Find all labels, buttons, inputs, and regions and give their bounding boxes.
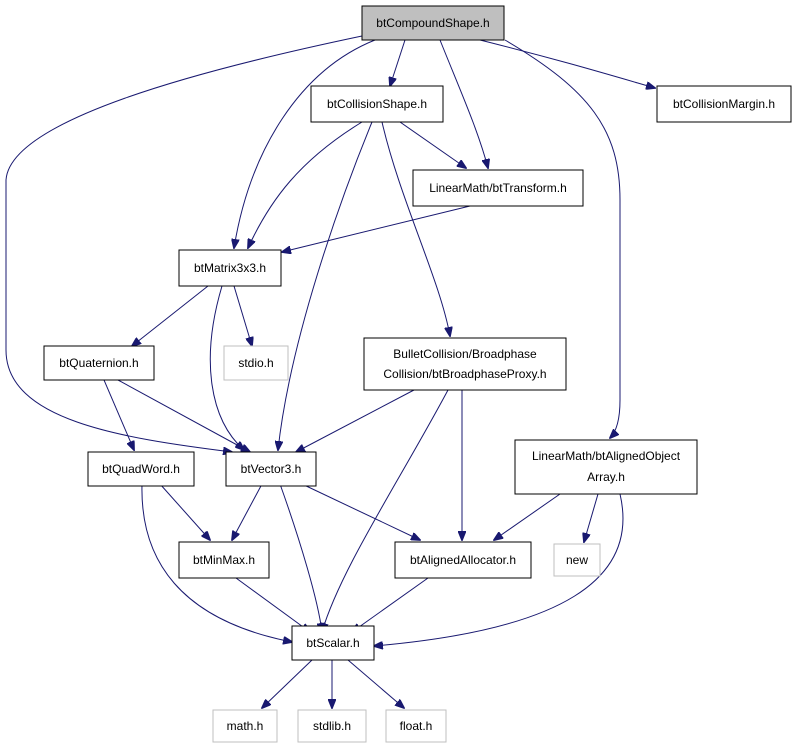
edges bbox=[5, 35, 655, 708]
svg-text:btCollisionShape.h: btCollisionShape.h bbox=[327, 97, 427, 111]
svg-text:LinearMath/btAlignedObject: LinearMath/btAlignedObject bbox=[532, 449, 681, 463]
edge-root-transform bbox=[439, 39, 488, 168]
edge-alignedarray-alignedallocator bbox=[494, 493, 561, 540]
edge-matrix3x3-stdio bbox=[233, 285, 252, 346]
edge-quaternion-vector3 bbox=[117, 379, 250, 452]
edge-collisionshape-matrix3x3 bbox=[248, 121, 363, 248]
edge-collisionshape-transform bbox=[399, 121, 466, 168]
edge-vector3-alignedallocator bbox=[301, 483, 420, 540]
node-stdlib[interactable]: stdlib.h bbox=[297, 709, 367, 743]
edge-minmax-scalar bbox=[235, 577, 310, 632]
node-new[interactable]: new bbox=[553, 543, 601, 577]
edge-alignedarray-new bbox=[584, 493, 599, 542]
svg-text:stdlib.h: stdlib.h bbox=[313, 719, 351, 733]
node-stdio[interactable]: stdio.h bbox=[223, 345, 289, 381]
node-quadword[interactable]: btQuadWord.h bbox=[87, 451, 195, 487]
edge-quaternion-quadword bbox=[103, 379, 134, 450]
edge-vector3-minmax bbox=[232, 483, 263, 540]
svg-text:btScalar.h: btScalar.h bbox=[306, 636, 359, 650]
node-root[interactable]: btCompoundShape.h bbox=[361, 5, 505, 41]
edge-quadword-minmax bbox=[159, 483, 210, 540]
node-math[interactable]: math.h bbox=[212, 709, 278, 743]
node-transform[interactable]: LinearMath/btTransform.h bbox=[412, 169, 584, 207]
node-matrix3x3[interactable]: btMatrix3x3.h bbox=[178, 249, 282, 287]
svg-text:math.h: math.h bbox=[227, 719, 264, 733]
edge-scalar-math bbox=[262, 659, 313, 708]
node-minmax[interactable]: btMinMax.h bbox=[178, 541, 270, 579]
node-quaternion[interactable]: btQuaternion.h bbox=[43, 345, 155, 381]
node-aligned-object-array[interactable]: LinearMath/btAlignedObject Array.h bbox=[514, 439, 698, 495]
svg-text:LinearMath/btTransform.h: LinearMath/btTransform.h bbox=[429, 181, 567, 195]
edge-root-collisionmargin bbox=[479, 39, 655, 88]
svg-text:btQuaternion.h: btQuaternion.h bbox=[59, 356, 138, 370]
edge-broadphase-vector3 bbox=[296, 389, 415, 452]
edge-collisionshape-broadphase bbox=[381, 121, 450, 336]
svg-text:Collision/btBroadphaseProxy.h: Collision/btBroadphaseProxy.h bbox=[383, 367, 546, 381]
edge-broadphase-scalar bbox=[322, 389, 449, 632]
svg-text:btMatrix3x3.h: btMatrix3x3.h bbox=[194, 261, 266, 275]
svg-text:float.h: float.h bbox=[400, 719, 433, 733]
svg-text:btAlignedAllocator.h: btAlignedAllocator.h bbox=[410, 553, 516, 567]
edge-root-matrix3x3 bbox=[234, 39, 376, 248]
edge-transform-matrix3x3 bbox=[282, 205, 471, 252]
node-scalar[interactable]: btScalar.h bbox=[291, 625, 375, 661]
edge-quadword-scalar bbox=[141, 483, 292, 642]
edge-root-alignedarray bbox=[504, 39, 621, 438]
svg-text:stdio.h: stdio.h bbox=[238, 356, 273, 370]
edge-alignedallocator-scalar bbox=[352, 577, 429, 632]
node-aligned-allocator[interactable]: btAlignedAllocator.h bbox=[394, 541, 532, 579]
node-vector3[interactable]: btVector3.h bbox=[225, 451, 317, 487]
svg-text:btCollisionMargin.h: btCollisionMargin.h bbox=[673, 97, 775, 111]
node-collision-margin[interactable]: btCollisionMargin.h bbox=[656, 85, 792, 123]
edge-alignedarray-scalar bbox=[374, 493, 624, 646]
edge-collisionshape-vector3 bbox=[278, 121, 373, 450]
edge-scalar-float bbox=[347, 659, 404, 708]
edge-vector3-scalar bbox=[279, 483, 322, 632]
svg-text:btQuadWord.h: btQuadWord.h bbox=[102, 462, 180, 476]
svg-text:Array.h: Array.h bbox=[587, 470, 625, 484]
svg-text:BulletCollision/Broadphase: BulletCollision/Broadphase bbox=[393, 347, 537, 361]
svg-text:btVector3.h: btVector3.h bbox=[241, 462, 302, 476]
svg-text:new: new bbox=[566, 553, 588, 567]
edge-root-vector3 bbox=[5, 35, 363, 452]
edge-root-collisionshape bbox=[390, 39, 406, 86]
svg-text:btMinMax.h: btMinMax.h bbox=[193, 553, 255, 567]
svg-text:btCompoundShape.h: btCompoundShape.h bbox=[376, 16, 489, 30]
edge-matrix3x3-vector3 bbox=[209, 285, 244, 450]
node-float[interactable]: float.h bbox=[385, 709, 447, 743]
node-broadphase-proxy[interactable]: BulletCollision/Broadphase Collision/btB… bbox=[363, 337, 567, 391]
node-collision-shape[interactable]: btCollisionShape.h bbox=[310, 85, 444, 123]
edge-matrix3x3-quaternion bbox=[132, 285, 209, 346]
